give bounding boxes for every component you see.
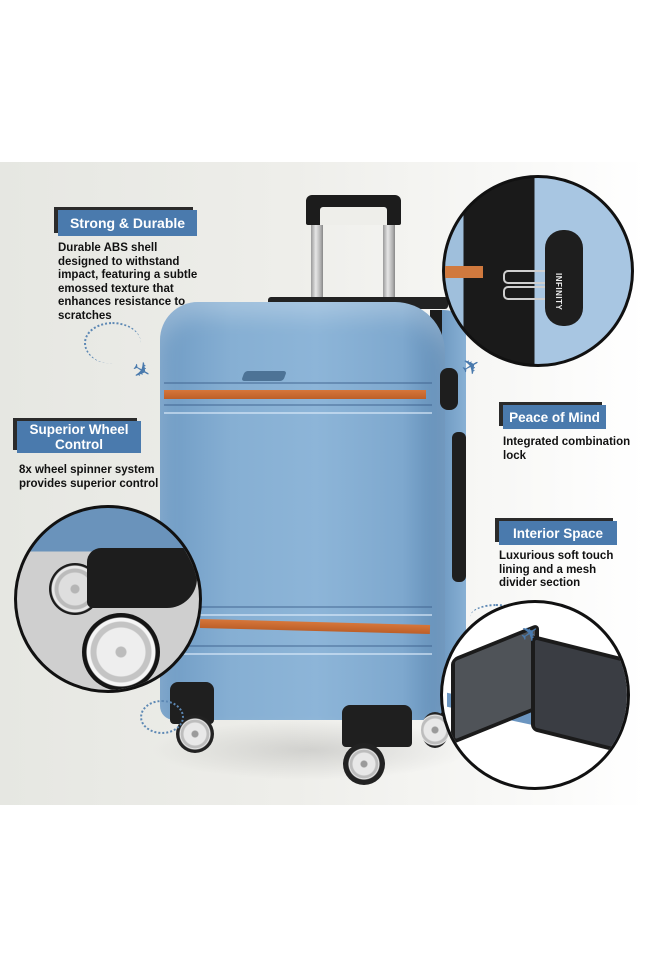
feature-desc-strong-durable: Durable ABS shell designed to withstand … [58,242,198,322]
brand-plate [241,371,287,381]
trolley-bar-left [311,203,323,303]
dotted-flight-path [140,700,184,734]
caster-bracket [87,548,197,608]
shell-groove [164,653,432,655]
wheel-detail-circle [14,505,202,693]
orange-stripe-top [164,390,426,399]
interior-detail-circle: ✈ [440,600,630,790]
feature-title-line: Superior Wheel [29,422,129,437]
shell-groove [164,412,432,414]
feature-desc-peace-of-mind: Integrated combination lock [503,436,631,462]
shell-groove [164,606,432,608]
interior-mesh-divider [531,634,627,758]
lock-detail-circle: INFINITY [442,175,634,367]
spinner-wheel-front [82,613,160,690]
feature-title-strong-durable: Strong & Durable [58,210,197,236]
shell-groove [164,614,432,616]
feature-desc-interior-space: Luxurious soft touch lining and a mesh d… [499,550,614,589]
orange-stripe-detail [445,266,483,278]
suitcase-shell [160,302,445,720]
feature-title-peace-of-mind: Peace of Mind [503,405,606,429]
feature-title-superior-wheel-control: Superior Wheel Control [17,421,141,453]
feature-title-line: Control [55,437,103,452]
lock-brand-text: INFINITY [554,273,563,311]
trolley-handle-grip [306,195,401,225]
shell-groove [164,645,432,647]
shell-groove [164,382,432,384]
trolley-bar-right [383,203,395,303]
combination-lock-closeup [545,230,583,326]
wheel-front-right [343,743,385,785]
combination-lock [440,368,458,410]
side-carry-handle [452,432,466,582]
dotted-flight-path [84,322,141,364]
caster-front-right [342,705,412,747]
feature-desc-superior-wheel-control: 8x wheel spinner system provides superio… [19,464,159,490]
feature-title-interior-space: Interior Space [499,521,617,545]
shell-groove [164,404,432,406]
